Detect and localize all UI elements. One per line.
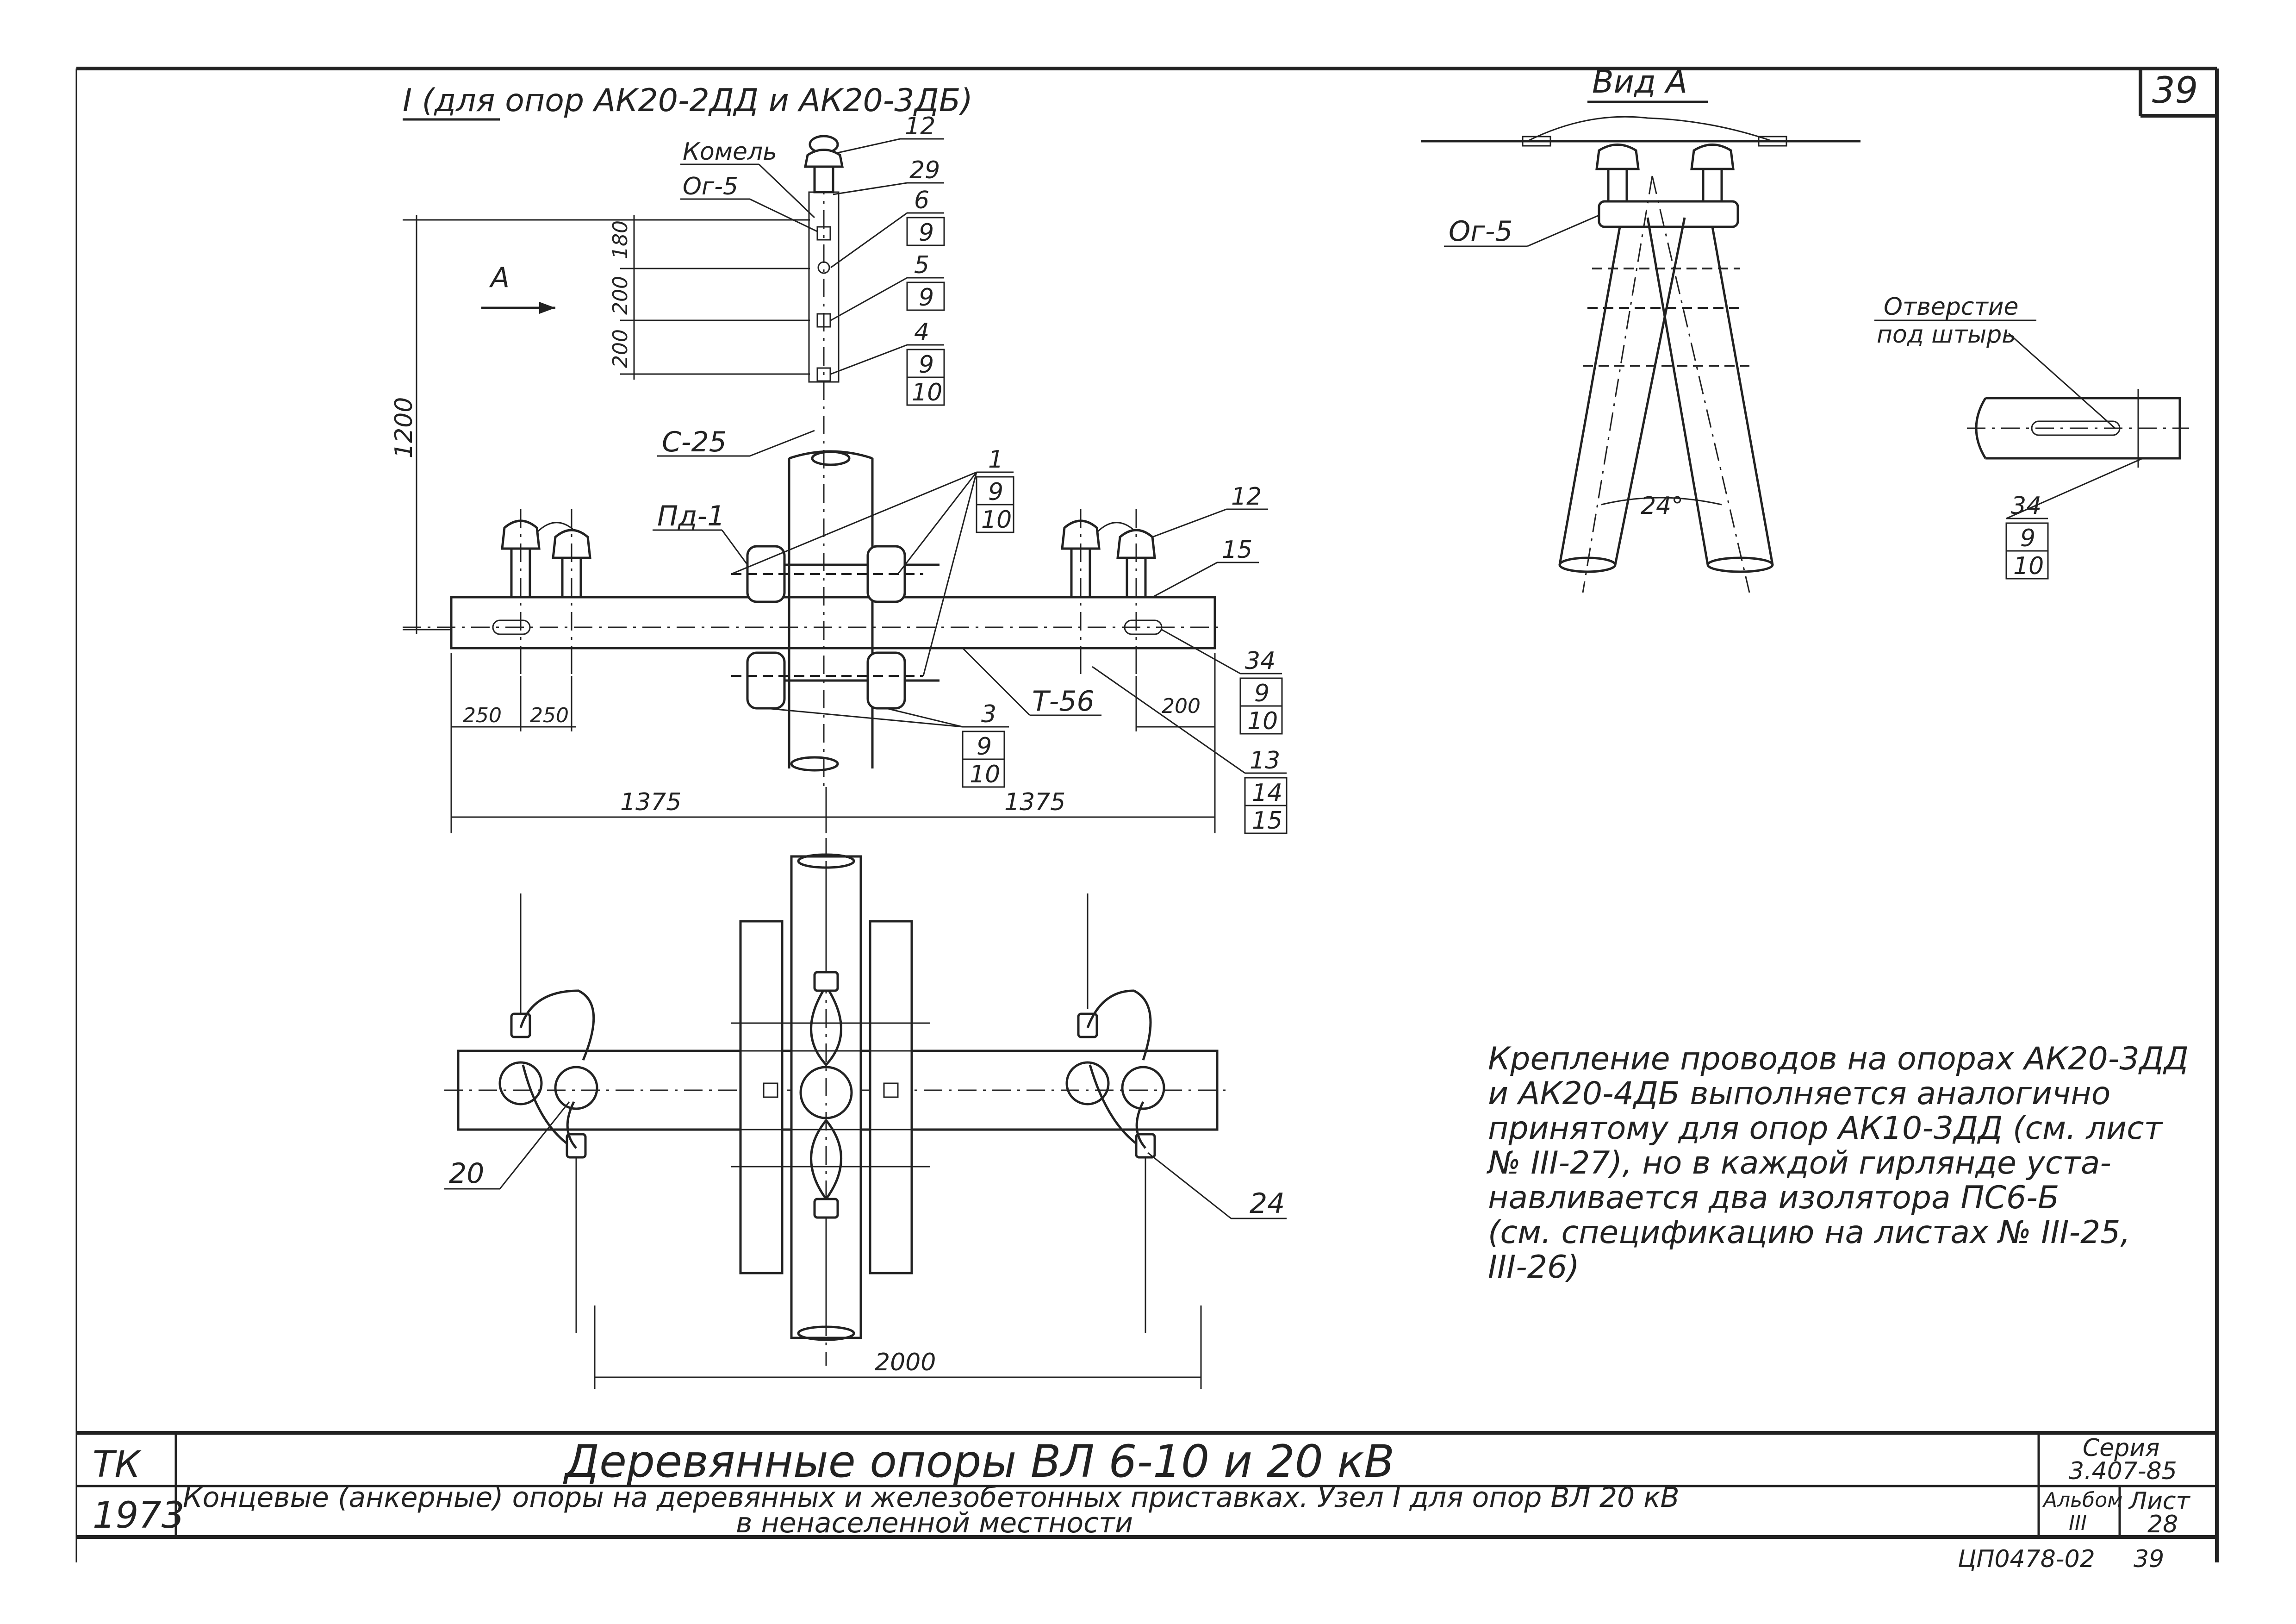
crossarm-clamps <box>731 545 923 710</box>
dim-1375-b: 1375 <box>1004 788 1065 816</box>
dim-1200: 1200 <box>390 397 418 458</box>
dim-1375-a: 1375 <box>620 788 681 816</box>
right-insulators <box>1061 509 1156 681</box>
page-number: 39 <box>2152 70 2198 112</box>
label-c25: С-25 <box>662 426 727 458</box>
left-insulators <box>501 509 591 681</box>
callout-9-c: 9 <box>919 351 934 379</box>
tb-code-page: 39 <box>2134 1545 2164 1573</box>
plan-left-loop <box>498 893 598 1333</box>
sheet-frame <box>75 67 2219 1562</box>
label-og5: Ог-5 <box>683 173 738 200</box>
tb-year: 1973 <box>93 1495 185 1537</box>
plan-callout-24: 24 <box>1250 1187 1285 1220</box>
dim-200-right: 200 <box>1162 694 1201 718</box>
plan-view: 20 24 2000 <box>444 838 1287 1389</box>
callout-4: 4 <box>914 319 929 346</box>
arrow-a-label: А <box>489 262 510 294</box>
view-a: Вид А 24° Ог-5 <box>1421 64 1860 593</box>
label-pd1: Пд-1 <box>657 500 725 532</box>
callout-9-e: 9 <box>1254 680 1269 707</box>
callout-34: 34 <box>1245 647 1276 675</box>
tb-album-value: III <box>2069 1512 2087 1535</box>
view-a-angle: 24° <box>1641 492 1683 520</box>
callout-9-d: 9 <box>988 478 1003 506</box>
hole-title: Отверстие <box>1884 293 2019 321</box>
tb-album-label: Альбом <box>2042 1488 2122 1512</box>
callout-12-top: 12 <box>905 112 935 140</box>
callout-3: 3 <box>981 700 996 728</box>
dim-200-a: 200 <box>609 276 632 315</box>
callout-15-top: 15 <box>1222 536 1252 564</box>
note-line-5: навливается два изолятора ПС6-Б <box>1488 1180 2059 1216</box>
note-line-7: III-26) <box>1488 1249 1580 1286</box>
label-t56: Т-56 <box>1032 685 1095 718</box>
note-line-3: принятому для опор АК10-3ДД (см. лист <box>1488 1110 2163 1147</box>
callout-1: 1 <box>988 446 1003 474</box>
tb-code: ЦП0478-02 <box>1958 1545 2095 1573</box>
elevation-view: Комель Ог-5 С-25 Пд-1 Т-56 А <box>403 135 1222 787</box>
note-line-2: и АК20-4ДБ выполняется аналогично <box>1488 1075 2110 1112</box>
tb-series-label: Серия <box>2083 1434 2159 1462</box>
view-a-og5: Ог-5 <box>1449 215 1513 248</box>
hole-callout-9: 9 <box>2020 525 2035 552</box>
callout-29: 29 <box>909 156 940 184</box>
tb-subtitle-1: Концевые (анкерные) опоры на деревянных … <box>183 1481 1680 1514</box>
note-line-6: (см. спецификацию на листах № III-25, <box>1488 1214 2130 1251</box>
dim-200-b: 200 <box>609 329 632 368</box>
note-line-4: № III-27), но в каждой гирлянде уста- <box>1486 1145 2111 1181</box>
assembly-note: Крепление проводов на опорах АК20-3ДД и … <box>1486 1041 2189 1286</box>
callout-13: 13 <box>1250 747 1280 775</box>
callout-10-b: 10 <box>981 506 1012 534</box>
callout-15-bottom: 15 <box>1252 807 1282 835</box>
tb-sheet-value: 28 <box>2147 1511 2178 1538</box>
callout-12-right: 12 <box>1231 483 1262 511</box>
callout-5: 5 <box>914 251 929 279</box>
callout-9-a: 9 <box>919 219 934 247</box>
plan-dim-2000: 2000 <box>875 1349 936 1376</box>
tb-title: Деревянные опоры ВЛ 6-10 и 20 кВ <box>563 1436 1394 1487</box>
callout-10-c: 10 <box>1247 707 1278 735</box>
tb-series-value: 3.407-85 <box>2069 1457 2177 1485</box>
tb-sheet-label: Лист <box>2128 1487 2190 1515</box>
dim-250-a: 250 <box>463 704 502 727</box>
callout-10-d: 10 <box>970 761 1000 788</box>
callout-10-a: 10 <box>912 379 942 406</box>
label-butt: Комель <box>683 138 777 166</box>
plan-callout-20: 20 <box>449 1157 484 1190</box>
tb-org: ТК <box>93 1444 142 1486</box>
callout-14: 14 <box>1252 779 1282 807</box>
top-insulator <box>803 135 844 194</box>
view-a-title: Вид А <box>1592 64 1687 100</box>
hole-callout-34: 34 <box>2011 492 2041 520</box>
elevation-callouts: 12 29 6 9 5 9 4 9 10 1 9 10 12 15 <box>731 112 1288 835</box>
callout-9-b: 9 <box>919 284 934 312</box>
hole-detail: Отверстие под штырь 34 9 10 <box>1874 293 2189 580</box>
plan-right-loop <box>1065 893 1165 1333</box>
node-title: I (для опор АК20-2ДД и АК20-3ДБ) <box>403 82 973 119</box>
title-block <box>76 1431 2217 1539</box>
callout-9-f: 9 <box>977 733 992 761</box>
callout-6: 6 <box>914 187 929 214</box>
hole-subtitle: под штырь <box>1877 321 2016 349</box>
elevation-dimensions: 180 200 200 1200 250 250 200 1375 1375 <box>390 215 1216 833</box>
dim-180: 180 <box>609 220 632 259</box>
dim-250-b: 250 <box>530 704 569 727</box>
note-line-1: Крепление проводов на опорах АК20-3ДД <box>1488 1041 2189 1077</box>
tb-subtitle-2: в ненаселенной местности <box>736 1507 1133 1539</box>
hole-callout-10: 10 <box>2013 552 2044 580</box>
